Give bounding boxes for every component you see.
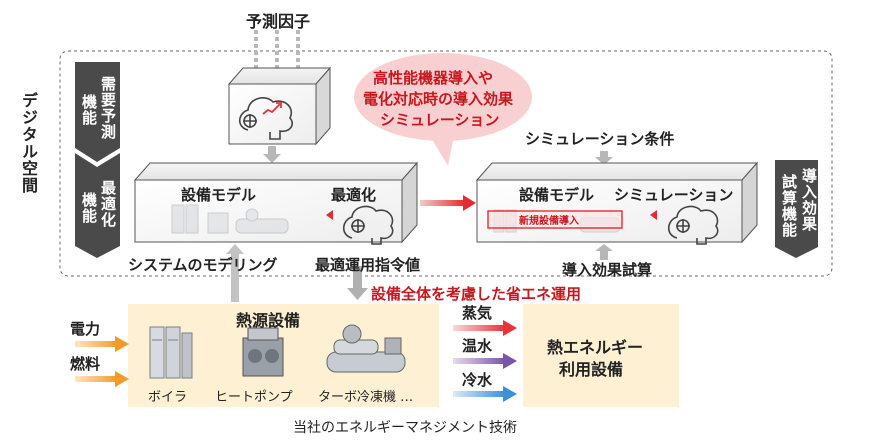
optimal-operation-arrow [347,266,368,300]
turbo-chiller-label: ターボ冷凍機 … [318,390,414,405]
effect-estimation-arrow [595,244,613,260]
simulation-condition-label: シミュレーション条件 [525,130,675,148]
brain-icon [667,205,719,245]
digital-space-label: デジタル空間 [19,92,38,194]
heat-source-title: 熱源設備 [236,311,301,330]
system-modeling-label: システムのモデリング [128,256,278,274]
demand-forecast-suffix: 機能 [80,94,98,126]
effect-estimation-chevron [775,160,818,258]
simulation-bubble-line3: シミュレーション [380,111,500,129]
predictive-factor-arrows [254,30,300,74]
right-simulation-label: シミュレーション [614,186,734,204]
predictive-factor-label: 予測因子 [246,12,311,31]
output-steam-label: 蒸気 [462,304,493,322]
heat-pump-image [242,327,284,377]
input-fuel-label: 燃料 [70,355,101,373]
steam-arrow [453,320,517,336]
output-cold-water-label: 冷水 [462,371,493,389]
optimal-operation-label: 最適運用指令値 [315,256,421,274]
effect-estimation-side-suffix: 試算機能 [780,174,798,238]
energy-saving-operation-label: 設備全体を考慮した省エネ運用 [371,285,582,303]
left-optimization-label: 最適化 [331,186,377,204]
heat-pump-label: ヒートポンプ [215,390,293,405]
effect-estimation-side-label: 導入効果 [800,168,818,232]
arrow-left-icon [326,210,333,220]
optimization-side-suffix: 機能 [80,192,98,224]
brain-icon [342,205,394,245]
output-hot-water-label: 温水 [462,337,493,355]
simulation-bubble-line2: 電化対応時の導入効果 [363,90,514,108]
input-electric-power-label: 電力 [70,320,101,338]
demand-forecast-chevron [75,62,120,162]
electric-power-arrow [75,336,129,352]
effect-estimation-label: 導入効果試算 [562,261,653,279]
optimization-chevron [75,153,120,258]
demand-forecast-label: 需要予測 [99,76,117,140]
fuel-arrow [75,371,129,387]
simulation-speech-bubble [354,53,532,166]
new-equipment-highlight [487,210,623,229]
heat-utilization-panel [523,304,679,407]
left-equipment-model-label: 設備モデル [181,186,257,204]
caption: 当社のエネルギーマネジメント技術 [293,420,517,436]
simulation-transfer-arrow [420,195,476,211]
simulation-bubble-line1: 高性能機器導入や [373,69,494,87]
boiler-image [149,326,193,379]
cold-water-arrow [453,386,517,402]
right-equipment-model-label: 設備モデル [519,186,595,204]
turbo-chiller-image [326,324,406,373]
equipment-model-pictures [171,204,289,234]
boiler-label: ボイラ [148,390,188,405]
arrow-left-icon [650,210,657,220]
forecast-to-model-arrow [263,146,281,163]
heat-utilization-line2: 利用設備 [559,360,624,379]
system-modeling-arrow [226,244,244,302]
heat-utilization-line1: 熱エネルギー [547,338,644,357]
brain-icon [238,97,294,140]
condition-to-model-arrow [595,151,613,165]
chart-trend-icon [262,102,282,115]
optimization-side-label: 最適化 [99,180,117,228]
forecast-cube [227,66,332,146]
digital-space-frame [59,50,833,277]
new-equipment-tag: 新規設備導入 [519,216,579,227]
hot-water-arrow [453,353,517,369]
